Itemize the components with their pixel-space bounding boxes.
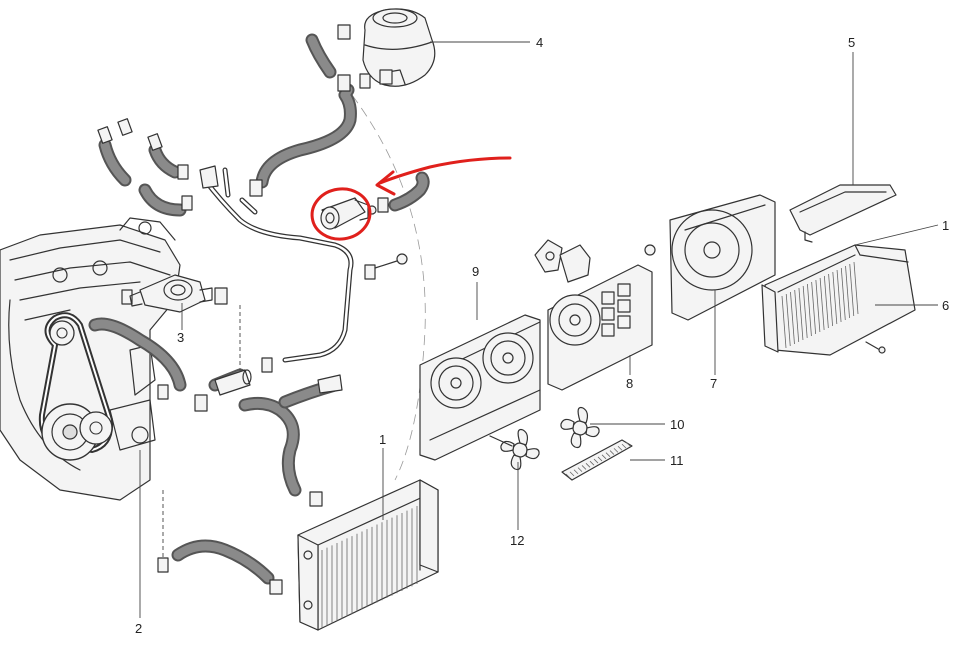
fin-line [836,269,842,323]
fin-line [625,441,631,447]
radiator-part-6 [761,244,916,356]
fin-line [581,465,587,470]
fin-line [593,458,599,464]
fan-blade-part-12 [489,428,540,471]
callout-3: 3 [177,330,184,345]
fin-line [597,456,603,462]
callout-7: 7 [710,376,717,391]
hoses [88,33,430,585]
fin-line [617,445,623,451]
callout-12: 12 [510,533,524,548]
fin-line [577,467,583,472]
fin-line [853,261,859,315]
callout-11: 11 [670,453,684,468]
callout-2: 2 [135,621,142,636]
callout-4: 4 [536,35,543,50]
callout-8: 8 [626,376,633,391]
fin-line [798,287,804,341]
fin-line [811,281,817,335]
fin-line [823,275,829,329]
fan-shroud-part-9 [419,314,541,461]
radiator-part-1 [297,479,439,631]
radiator-right-fins [781,261,859,349]
fin-line [781,295,787,349]
highlight-arrow-head [375,170,396,196]
coolant-flange-part-3 [129,274,213,313]
hose-clamps [97,24,389,595]
air-duct-part-5 [789,184,897,243]
fin-line [815,279,821,333]
callout-6: 6 [942,298,949,313]
leader-lines [139,41,939,618]
red-highlight-annotation [310,156,512,241]
callout-numbers: 4 5 1 6 7 8 9 10 11 12 1 3 2 [135,35,949,636]
radiator-core-fins [321,506,418,628]
callout-1-bottom: 1 [379,432,386,447]
fin-line [613,448,619,453]
fin-line [565,473,571,479]
fin-line [585,463,591,468]
pulley-belt-assembly [38,312,114,461]
fin-line [802,285,808,339]
thermostat-housing [320,197,377,230]
fin-line [621,443,627,449]
fin-line [845,265,850,319]
fin-line [794,289,800,343]
callout-1-right: 1 [942,218,949,233]
fin-line [828,273,833,327]
hose-connectors [199,165,408,396]
seal-strip-part-11 [561,439,633,481]
fin-line [573,469,579,475]
seal-strip-texture [565,441,631,479]
fan-shroud-part-7 [669,194,776,321]
highlight-circle [310,187,372,241]
metal-coolant-pipe [202,167,354,363]
fin-line [605,452,611,457]
fin-line [609,450,615,455]
callout-9: 9 [472,264,479,279]
highlight-arrow-shaft [378,156,512,185]
fin-line [840,267,846,321]
fin-line [807,283,812,337]
fin-line [832,271,838,325]
reference-dashes [351,94,426,481]
fin-line [589,460,595,466]
fin-line [790,291,795,345]
expansion-reservoir-part-4 [362,8,436,87]
callout-10: 10 [670,417,684,432]
fin-line [849,263,855,317]
callout-5: 5 [848,35,855,50]
fan-blade-part-10 [560,406,600,449]
mounting-bracket [534,239,656,283]
fin-line [601,454,607,460]
fin-line [569,471,575,477]
fan-shroud-part-8 [547,264,653,391]
fin-line [785,293,791,347]
fin-line [819,277,825,331]
